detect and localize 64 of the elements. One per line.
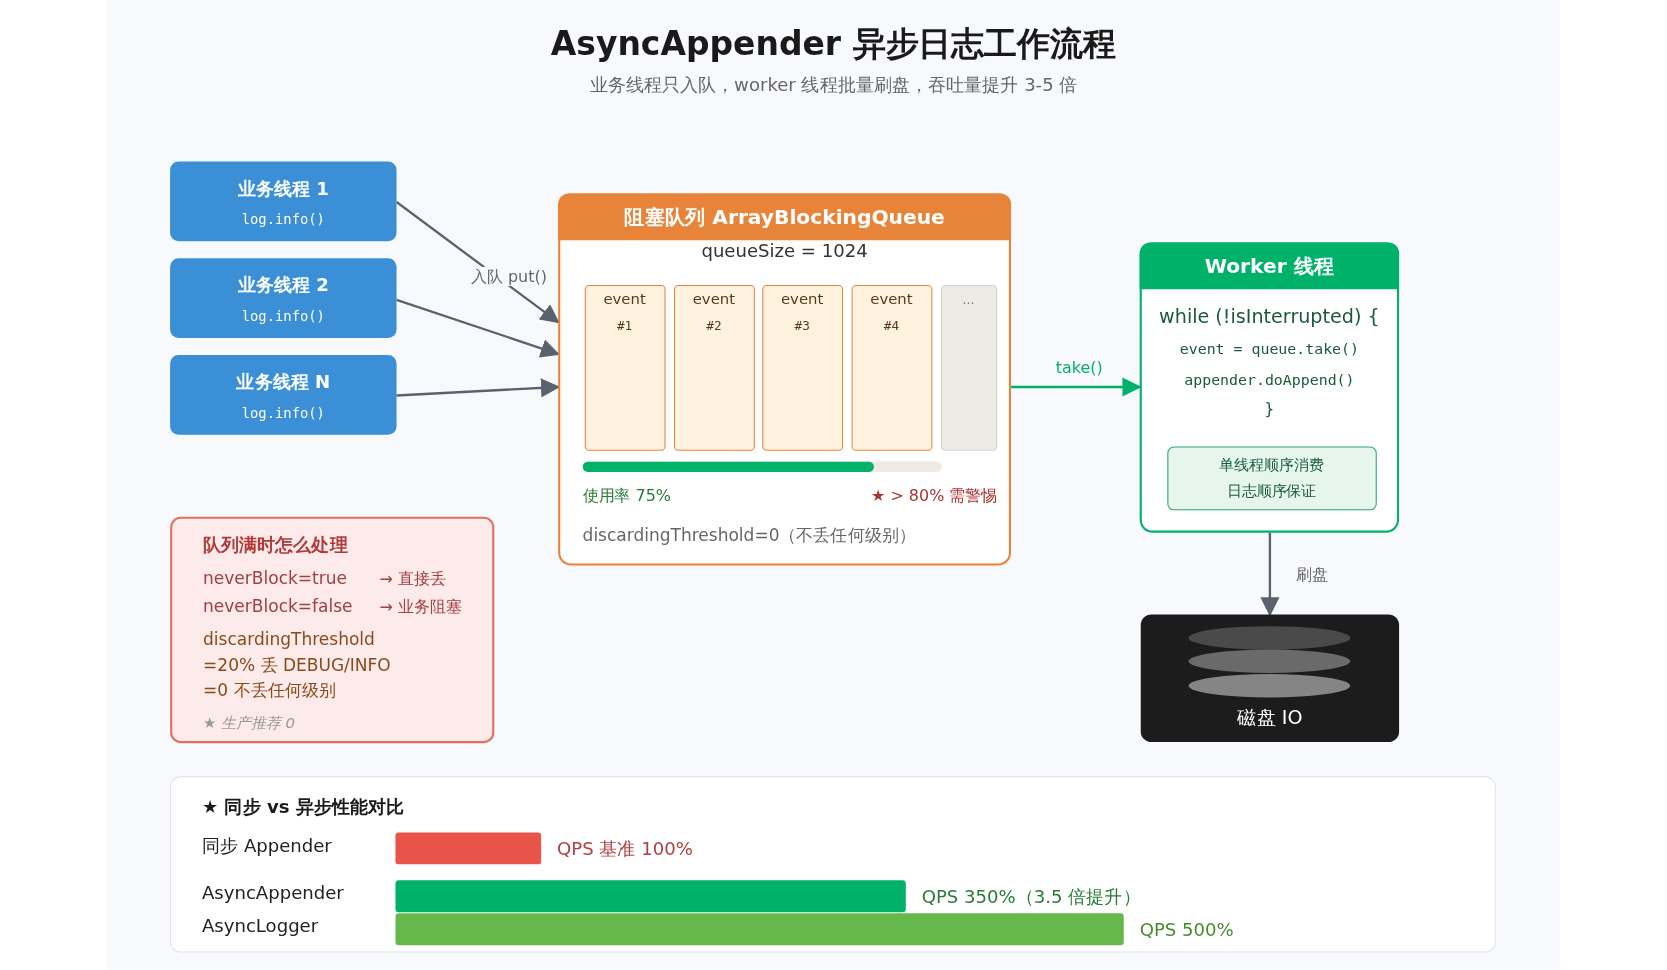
code-line: event = queue.take() — [1179, 340, 1359, 358]
note-box — [1167, 446, 1377, 511]
tip-text: ★ 生产推荐 0 — [203, 714, 295, 732]
card-title: 队列满时怎么处理 — [203, 533, 348, 555]
category-label: AsyncLogger — [202, 915, 319, 937]
value-label: QPS 350%（3.5 倍提升） — [921, 885, 1141, 907]
slot-label: event — [692, 290, 736, 308]
event-slot — [762, 284, 844, 451]
usage-text: 使用率 75% — [582, 485, 671, 505]
queue-box — [558, 193, 1012, 566]
thread-name: 业务线程 N — [236, 371, 331, 393]
slot-label: event — [603, 290, 646, 308]
slot-number: #3 — [794, 317, 810, 333]
subtitle: 业务线程只入队，worker 线程批量刷盘，吞吐量提升 3-5 倍 — [589, 74, 1078, 96]
arrow — [396, 298, 560, 358]
chart-panel — [170, 776, 1496, 953]
thread-box — [170, 355, 397, 435]
thread-box — [170, 258, 397, 339]
worker-title: Worker 线程 — [1139, 242, 1400, 290]
warning-text: ★ > 80% 需警惕 — [871, 485, 998, 505]
code-line: while (!isInterrupted) { — [1159, 305, 1380, 328]
slot-number: #1 — [616, 317, 633, 333]
ellipsis: ... — [962, 292, 975, 308]
option-text: =20% 丢 DEBUG/INFO — [203, 654, 391, 676]
option-result: → 直接丢 — [379, 568, 446, 588]
category-label: 同步 Appender — [202, 834, 332, 856]
queue-size: queueSize = 1024 — [701, 240, 868, 262]
slot-label: event — [870, 290, 913, 308]
edge-label: 刷盘 — [1293, 565, 1330, 585]
code-line: appender.doAppend() — [1184, 371, 1355, 389]
option-text: =0 不丢任何级别 — [203, 680, 336, 701]
option-text: neverBlock=true — [203, 567, 347, 588]
event-slot — [674, 284, 755, 451]
thread-box — [170, 161, 397, 242]
code-text: log.info() — [241, 405, 325, 421]
note-text: 日志顺序保证 — [1226, 482, 1317, 500]
option-text: discardingThreshold — [203, 629, 375, 650]
slot-number: #4 — [883, 317, 900, 333]
thread-name: 业务线程 2 — [237, 274, 329, 296]
edge-label: 入队 put() — [468, 266, 549, 286]
code-line: } — [1264, 398, 1275, 418]
event-slot — [584, 284, 666, 451]
event-slot — [851, 284, 933, 451]
arrow — [1260, 532, 1280, 617]
disk-label: 磁盘 IO — [1237, 705, 1303, 729]
empty-slot — [940, 284, 998, 451]
queue-title: 阻塞队列 ArrayBlockingQueue — [558, 193, 1012, 241]
value-label: QPS 500% — [1139, 918, 1234, 940]
slot-number: #2 — [706, 317, 722, 333]
slot-label: event — [780, 290, 824, 308]
option-result: → 业务阻塞 — [379, 597, 462, 617]
thread-name: 业务线程 1 — [237, 177, 329, 199]
info-card — [170, 516, 495, 744]
code-text: log.info() — [241, 211, 325, 228]
edge-label: take() — [1053, 358, 1105, 378]
code-text: log.info() — [241, 308, 325, 325]
option-text: neverBlock=false — [203, 596, 353, 617]
category-label: AsyncAppender — [202, 882, 344, 904]
chart-title: ★ 同步 vs 异步性能对比 — [202, 796, 405, 818]
note-text: 单线程顺序消费 — [1219, 456, 1324, 474]
value-label: QPS 基准 100% — [557, 837, 693, 859]
worker-box — [1139, 242, 1400, 533]
title: AsyncAppender 异步日志工作流程 — [550, 24, 1117, 63]
threshold-text: discardingThreshold=0（不丢任何级别） — [582, 525, 916, 546]
